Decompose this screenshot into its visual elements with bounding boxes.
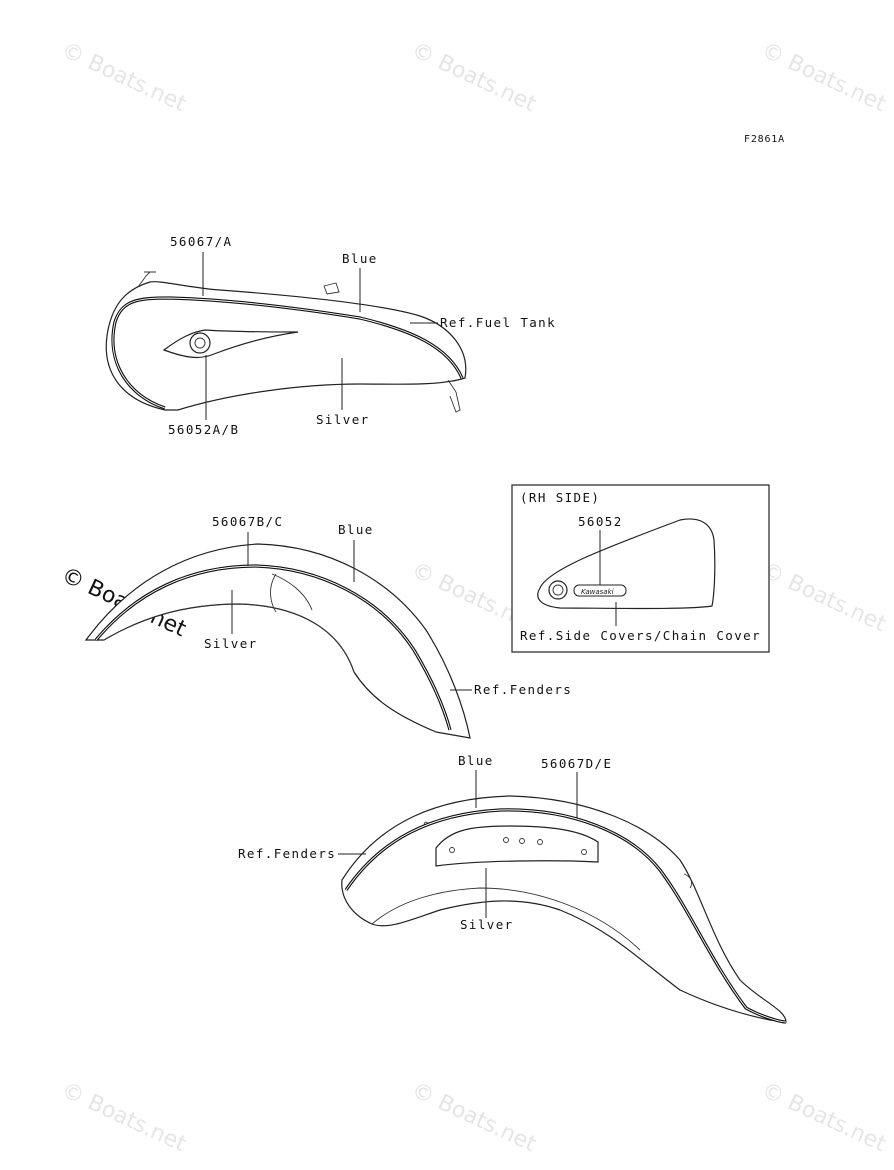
watermark-5: © Boats.net xyxy=(757,558,890,638)
front-fender-reference: Ref.Fenders xyxy=(474,682,572,697)
side-cover-title: (RH SIDE) xyxy=(520,490,600,505)
front-fender-leaders xyxy=(231,532,472,691)
watermark-6: © Boats.net xyxy=(57,1078,190,1158)
tank-emblem-part-number: 56052A/B xyxy=(168,422,239,437)
rear-fender-color-upper: Blue xyxy=(458,753,494,768)
rear-fender-leaders xyxy=(338,770,578,918)
rear-fender-stripe-part-number: 56067D/E xyxy=(541,756,612,771)
front-fender-stripe-part-number: 56067B/C xyxy=(212,514,283,529)
tank-color-lower: Silver xyxy=(316,412,370,427)
tank-stripe-part-number: 56067/A xyxy=(170,234,232,249)
rear-fender-reference: Ref.Fenders xyxy=(238,846,336,861)
fuel-tank-leaders xyxy=(202,252,438,420)
side-cover-part-number: 56052 xyxy=(578,514,623,529)
rear-fender-illustration xyxy=(341,795,787,1024)
rear-fender-color-lower: Silver xyxy=(460,917,514,932)
watermark-3: © Boats.net xyxy=(757,38,890,118)
front-fender-color-upper: Blue xyxy=(338,522,374,537)
watermark-2: © Boats.net xyxy=(407,38,540,118)
side-cover-reference: Ref.Side Covers/Chain Cover xyxy=(520,628,761,643)
side-cover-panel: Kawasaki xyxy=(511,484,770,653)
tank-color-upper: Blue xyxy=(342,251,378,266)
watermark-1: © Boats.net xyxy=(57,38,190,118)
watermark-8: © Boats.net xyxy=(757,1078,890,1158)
side-cover-badge: Kawasaki xyxy=(581,588,614,596)
front-fender-color-lower: Silver xyxy=(204,636,258,651)
fuel-tank-illustration xyxy=(105,271,467,413)
front-fender-illustration xyxy=(84,543,471,739)
figure-code: F2861A xyxy=(744,134,785,145)
watermark-7: © Boats.net xyxy=(407,1078,540,1158)
tank-reference: Ref.Fuel Tank xyxy=(440,315,556,330)
